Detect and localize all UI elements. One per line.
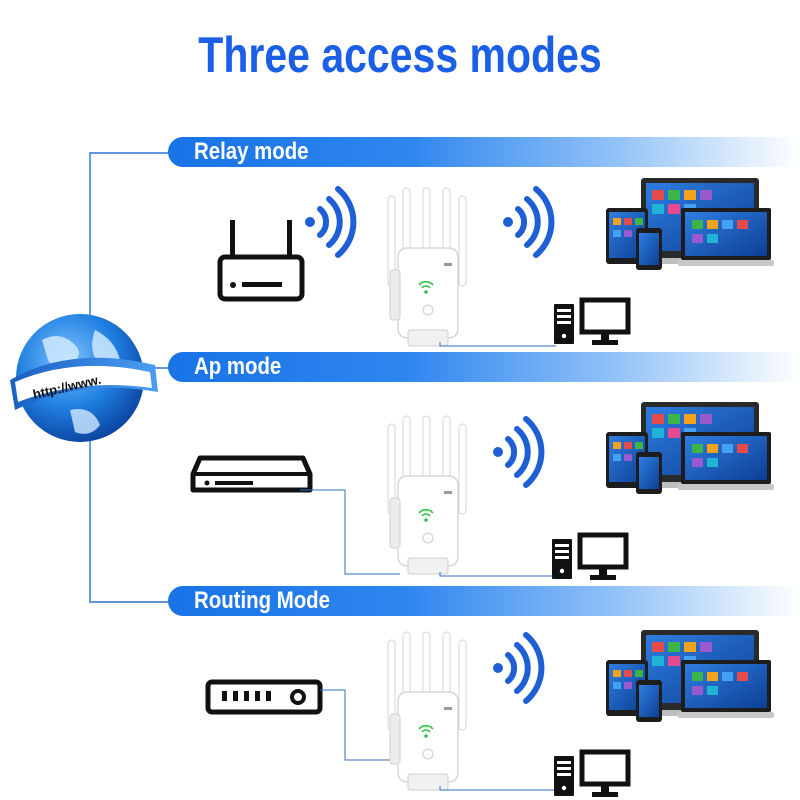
wifi-signal-icon bbox=[503, 189, 551, 255]
range-extender-icon bbox=[388, 416, 466, 574]
range-extender-icon bbox=[388, 632, 466, 790]
desktop-pc-icon bbox=[554, 300, 628, 345]
modem-cable bbox=[300, 490, 400, 574]
switch-icon bbox=[208, 682, 320, 712]
modem-icon bbox=[193, 458, 310, 490]
multi-device-screens-icon bbox=[606, 178, 774, 270]
pc-cable bbox=[440, 342, 555, 346]
pc-cable bbox=[440, 572, 555, 576]
range-extender-icon bbox=[388, 188, 466, 346]
globe-icon: http://www. bbox=[10, 314, 158, 442]
connection-line-routing bbox=[90, 430, 175, 602]
pc-cable bbox=[440, 786, 555, 790]
desktop-pc-icon bbox=[554, 752, 628, 797]
wifi-signal-icon bbox=[493, 635, 541, 701]
wifi-signal-icon bbox=[493, 419, 541, 485]
multi-device-screens-icon bbox=[606, 630, 774, 722]
wifi-signal-icon bbox=[305, 189, 353, 255]
desktop-pc-icon bbox=[552, 535, 626, 580]
connection-line-relay bbox=[90, 153, 175, 330]
multi-device-screens-icon bbox=[606, 402, 774, 494]
router-icon bbox=[220, 220, 302, 299]
